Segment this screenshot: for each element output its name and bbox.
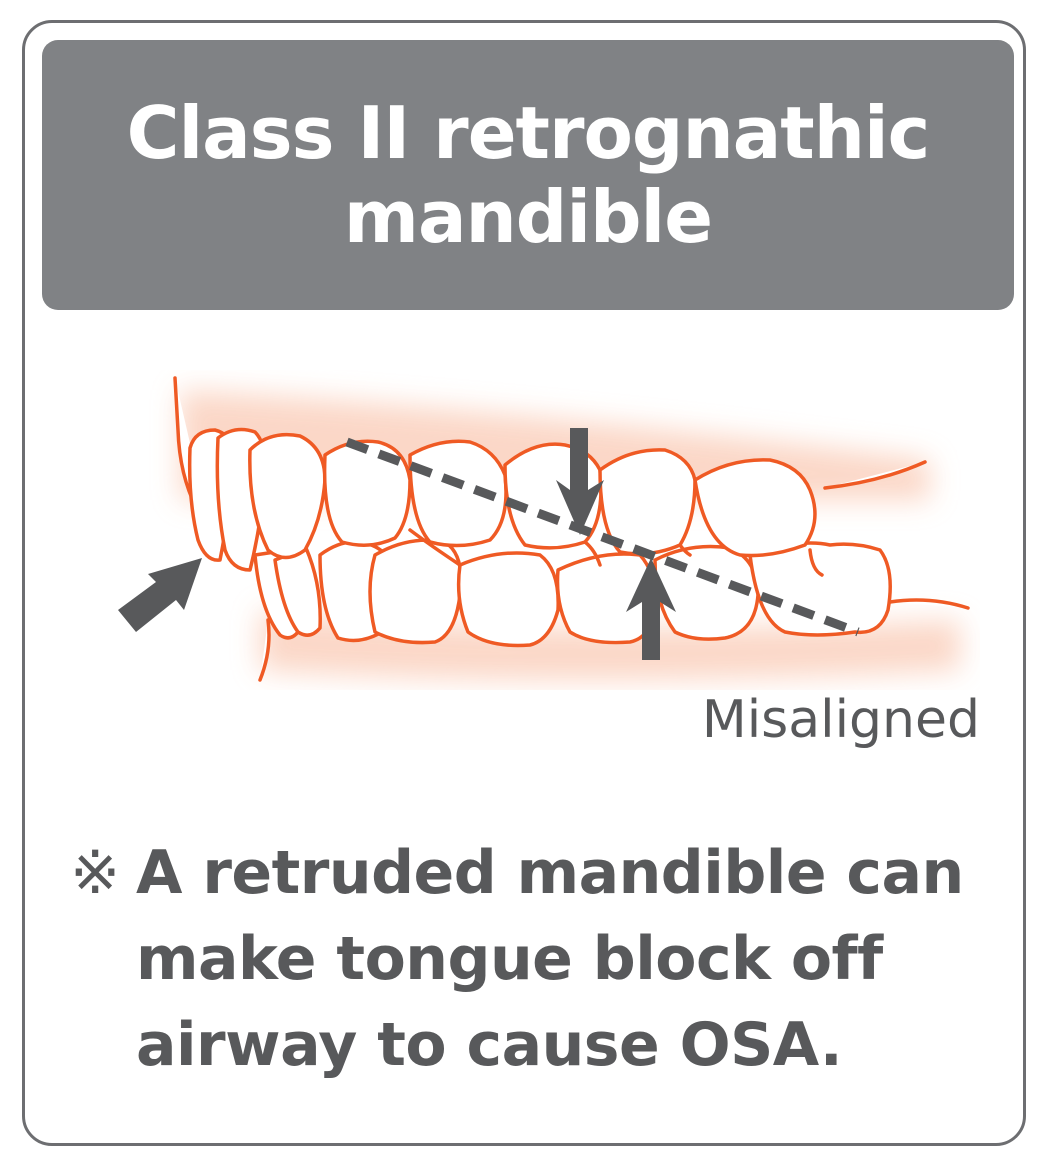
arrow-icon	[556, 428, 604, 535]
lower-tooth-6	[748, 541, 892, 637]
lower-tooth-3	[456, 551, 560, 648]
lower-incisor-2	[273, 546, 322, 637]
teeth-diagram	[118, 376, 970, 682]
arrow-icon	[118, 558, 202, 632]
upper-gum-line-right	[823, 460, 927, 490]
misalignment-dashed-line	[345, 437, 860, 637]
upper-tooth-2	[408, 439, 508, 548]
interdental-line-2	[583, 540, 602, 567]
reference-mark-icon: ※	[70, 838, 121, 908]
misaligned-label: Misaligned	[701, 690, 980, 750]
lower-tooth-7-groove	[808, 548, 824, 577]
lower-gum-line-right	[888, 598, 970, 610]
interdental-line-3	[678, 543, 692, 557]
lower-lip-line	[258, 618, 271, 682]
teeth-illustration	[110, 370, 980, 690]
page-title: Class II retrognathic mandible	[126, 91, 931, 259]
note-block: ※ A retruded mandible can make tongue bl…	[70, 830, 1010, 1088]
title-banner: Class II retrognathic mandible	[42, 40, 1014, 310]
upper-canine	[248, 432, 327, 560]
interdental-line-1	[408, 528, 462, 567]
arrow-icon	[626, 558, 676, 660]
upper-tooth-1	[322, 439, 412, 547]
note-text: A retruded mandible can make tongue bloc…	[136, 838, 964, 1080]
upper-tooth-5	[693, 458, 817, 558]
